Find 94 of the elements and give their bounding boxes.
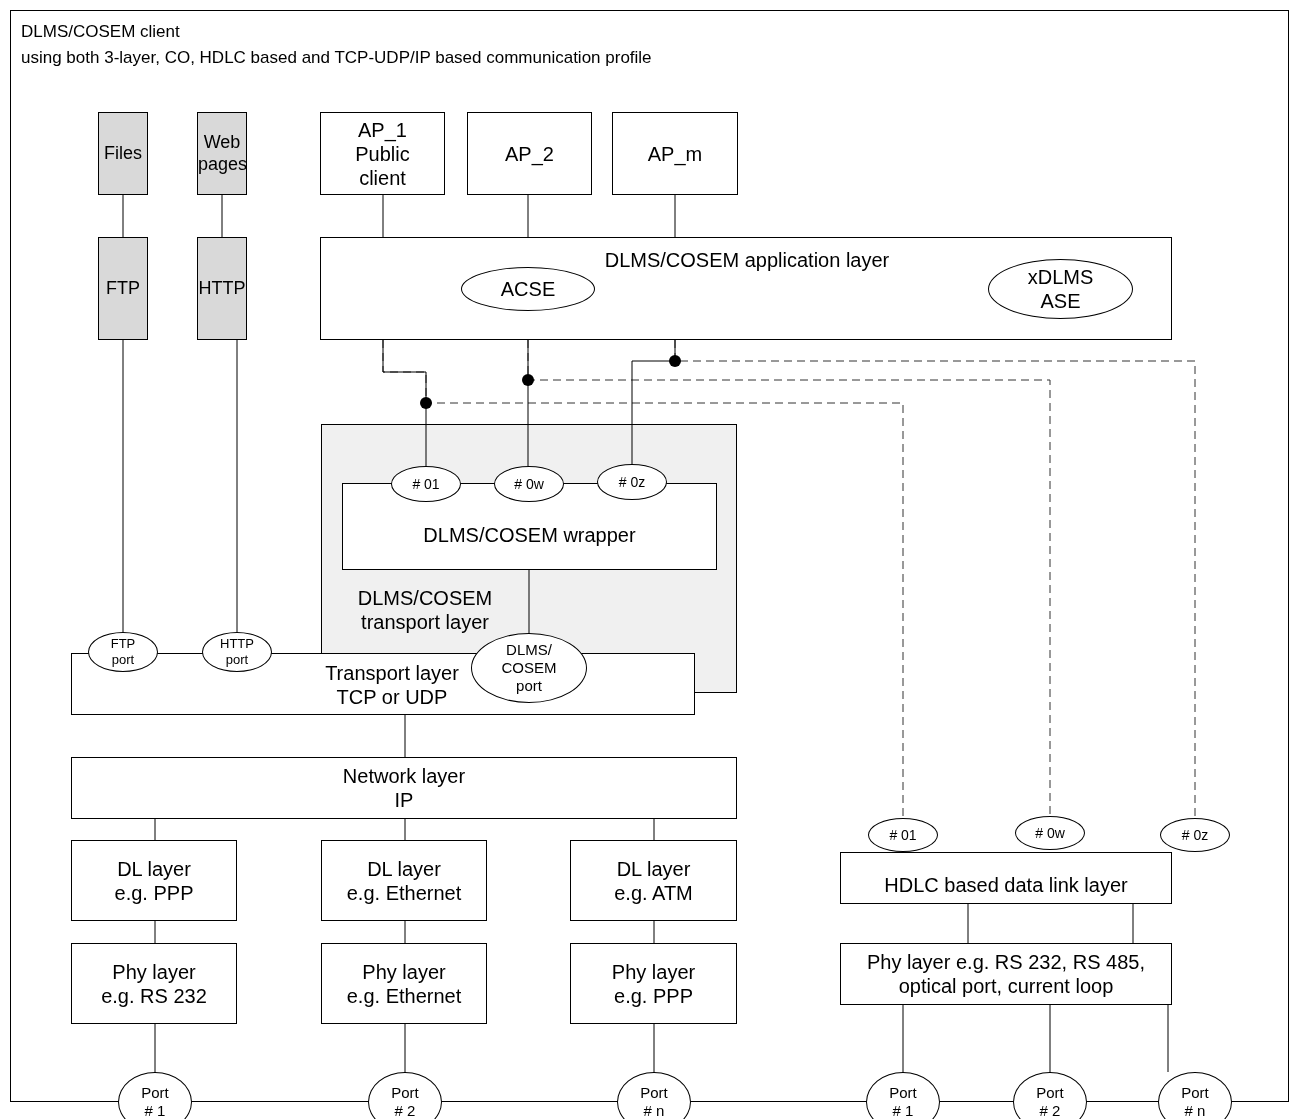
box-label: Transport layer bbox=[325, 661, 459, 685]
box-label: Phy layer bbox=[611, 959, 696, 984]
box-label: Phy layer e.g. RS 232, RS 485, optical port, current loop bbox=[866, 950, 1146, 998]
box-label: Web pages bbox=[198, 131, 246, 176]
connector-line bbox=[404, 818, 406, 841]
box-label: # 0z bbox=[1181, 826, 1209, 844]
box-label: DLMS/COSEM transport layer bbox=[356, 586, 494, 634]
box-label: AP_1 Public client bbox=[354, 117, 411, 190]
box-label: AP_m bbox=[647, 141, 703, 166]
box-label: Port # 2 bbox=[1035, 1084, 1065, 1119]
box-label: Phy layer bbox=[112, 959, 196, 984]
connector-line bbox=[527, 194, 529, 238]
connector-line bbox=[653, 818, 655, 841]
port-ellipse bbox=[494, 466, 564, 502]
connector-line bbox=[902, 1004, 904, 1073]
box-label: Port # n bbox=[639, 1084, 669, 1119]
frame-heading: DLMS/COSEM client bbox=[21, 21, 180, 43]
box-label: # 0w bbox=[1035, 824, 1065, 842]
port-ellipse bbox=[391, 466, 461, 502]
box-label: AP_2 bbox=[505, 141, 554, 166]
application-box bbox=[98, 112, 148, 195]
box-label: Network layer bbox=[342, 764, 466, 788]
connector-line bbox=[122, 339, 124, 633]
connector-line bbox=[1049, 1004, 1051, 1073]
box-label: DLMS/COSEM wrapper bbox=[423, 523, 636, 547]
box-label: xDLMS ASE bbox=[1026, 265, 1095, 313]
box-label: # 0w bbox=[514, 475, 544, 493]
box-label: e.g. Ethernet bbox=[346, 983, 462, 1008]
connector-line bbox=[154, 1023, 156, 1073]
box-label: DL layer bbox=[616, 856, 691, 881]
box-label: Port # 1 bbox=[140, 1084, 170, 1119]
layer-box bbox=[320, 237, 1172, 340]
box-label: DL layer bbox=[367, 856, 441, 881]
frame-subheading: using both 3-layer, CO, HDLC based and TCP-UDP/IP based communication profile bbox=[21, 46, 652, 69]
box-label: # 01 bbox=[889, 826, 917, 844]
box-label: # 01 bbox=[412, 475, 440, 493]
port-ellipse bbox=[597, 464, 667, 500]
box-label: e.g. ATM bbox=[614, 880, 693, 905]
layer-box bbox=[71, 757, 737, 819]
box-label: TCP or UDP bbox=[336, 685, 448, 709]
connector-line bbox=[1132, 903, 1134, 944]
box-label: e.g. Ethernet bbox=[346, 880, 462, 905]
connector-line bbox=[404, 714, 406, 758]
box-label: DLMS/COSEM application layer bbox=[604, 248, 890, 272]
connector-line bbox=[154, 818, 156, 841]
layer-box bbox=[840, 852, 1172, 904]
connector-line bbox=[653, 1023, 655, 1073]
protocol-box bbox=[197, 237, 247, 340]
connector-line bbox=[1167, 1004, 1169, 1073]
application-process-box bbox=[612, 112, 738, 195]
connector-line bbox=[382, 339, 427, 467]
layer-box bbox=[71, 943, 237, 1024]
layer-box bbox=[840, 943, 1172, 1005]
connector-line bbox=[674, 194, 676, 238]
connector-line bbox=[528, 569, 530, 634]
connector-line bbox=[154, 920, 156, 944]
box-label: Phy layer bbox=[362, 959, 446, 984]
application-process-box bbox=[320, 112, 445, 195]
connector-line bbox=[527, 339, 529, 467]
connector-line bbox=[967, 903, 969, 944]
connector-line bbox=[221, 194, 223, 238]
box-label: e.g. PPP bbox=[114, 880, 194, 905]
connector-line bbox=[404, 920, 406, 944]
box-label: e.g. RS 232 bbox=[101, 983, 207, 1008]
box-label: Port # n bbox=[1180, 1084, 1210, 1119]
box-label: Files bbox=[104, 142, 142, 165]
box-label: # 0z bbox=[618, 473, 646, 491]
box-label: DLMS/ COSEM port bbox=[500, 641, 558, 695]
connector-line bbox=[122, 194, 124, 238]
protocol-box bbox=[98, 237, 148, 340]
layer-box bbox=[321, 840, 487, 921]
connector-line bbox=[653, 920, 655, 944]
connector-line bbox=[236, 339, 238, 633]
box-label: e.g. PPP bbox=[614, 983, 693, 1008]
connector-line bbox=[382, 194, 384, 238]
connector-line bbox=[404, 1023, 406, 1073]
application-process-box bbox=[467, 112, 592, 195]
layer-box bbox=[570, 840, 737, 921]
box-label: IP bbox=[394, 788, 414, 812]
layer-box bbox=[570, 943, 737, 1024]
box-label: HTTP port bbox=[219, 636, 255, 668]
layer-box bbox=[71, 840, 237, 921]
box-label: HDLC based data link layer bbox=[884, 873, 1128, 897]
box-label: ACSE bbox=[500, 277, 556, 301]
layer-box bbox=[321, 943, 487, 1024]
connector-line bbox=[631, 339, 676, 465]
client-frame bbox=[10, 10, 1289, 1102]
box-label: FTP bbox=[106, 277, 140, 300]
box-label: DL layer bbox=[117, 856, 191, 881]
box-label: FTP port bbox=[109, 636, 137, 668]
box-label: Port # 1 bbox=[888, 1084, 918, 1119]
application-box bbox=[197, 112, 247, 195]
box-label: HTTP bbox=[198, 277, 246, 300]
box-label: Port # 2 bbox=[390, 1084, 420, 1119]
